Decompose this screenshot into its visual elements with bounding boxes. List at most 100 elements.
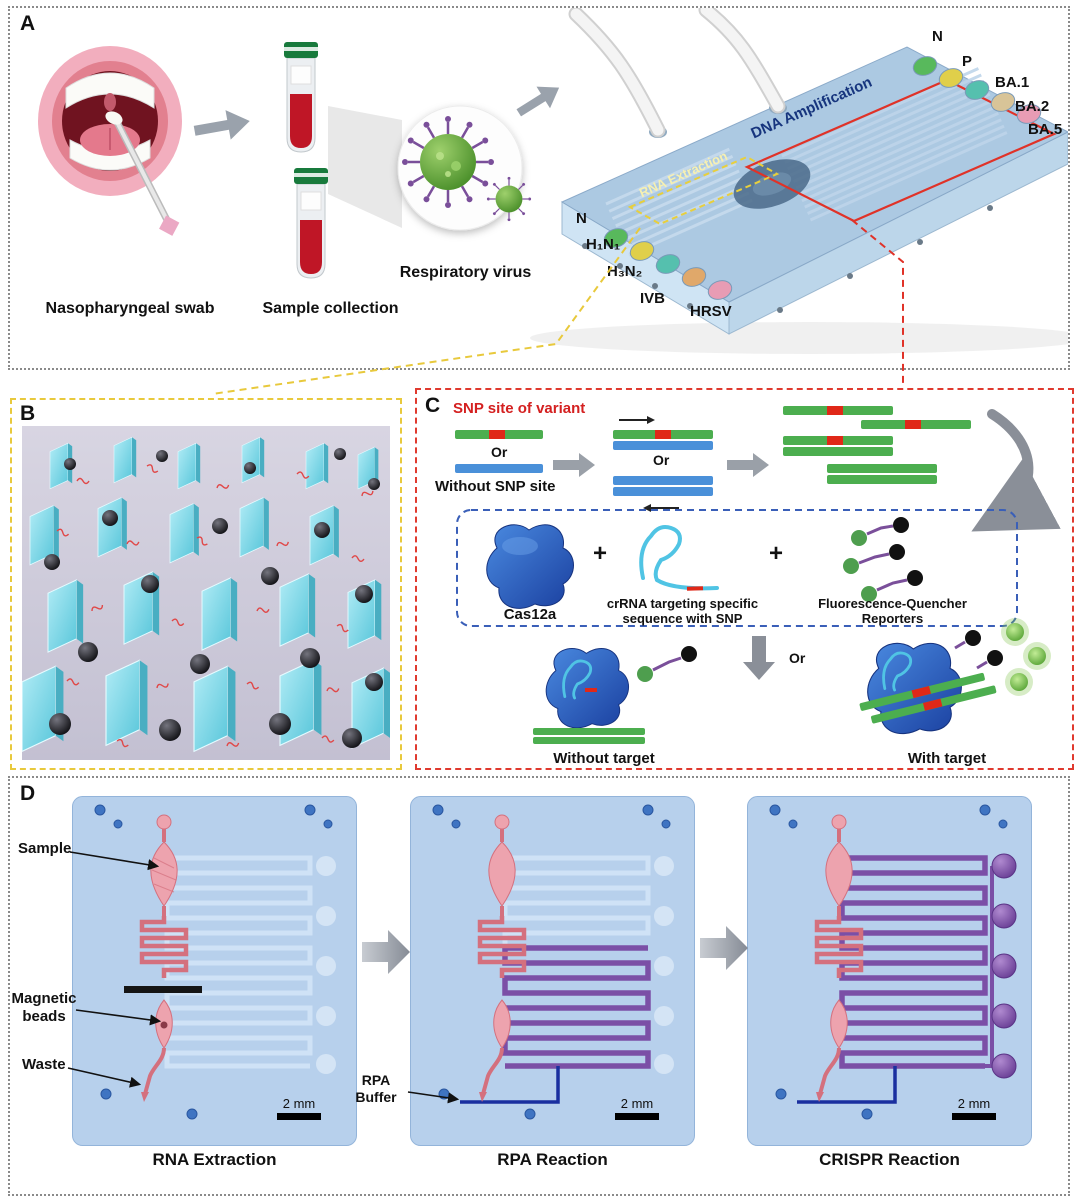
arrow-step1-icon [553,453,595,477]
well-label-top-n: N [932,28,943,45]
chip-photo-crispr-reaction: 2 mm [747,796,1032,1146]
label-waste: Waste [22,1056,66,1073]
scale-bar [615,1113,659,1120]
panel-a: A [8,6,1070,370]
label-crrna: crRNA targeting specific sequence with S… [606,596,759,627]
virus-icon [400,114,532,222]
label-snp-site: SNP site of variant [453,400,586,417]
caption-rna-extraction: RNA Extraction [152,1150,277,1169]
chip-ports [94,804,333,1120]
valve-bar [124,986,202,993]
chip-well-top-0 [912,56,938,76]
plus-sign-1: + [593,540,608,567]
label-with-target: With target [907,750,987,767]
well-label-bottom-h1n1: H₁N₁ [586,236,621,253]
sample-tube-2 [294,168,328,279]
label-without-target: Without target [553,750,655,767]
panel-d: D [8,776,1070,1196]
rpa-buffer-line [797,1066,897,1104]
forward-primer-icon [647,416,655,424]
reporter-icons [843,517,923,602]
mixing-coil [139,916,189,978]
arrow-swab-to-tubes-icon [193,110,250,140]
caption-rpa-reaction: RPA Reaction [497,1150,608,1169]
well-label-top-ba5: BA.5 [1028,121,1063,138]
amplicon-bars [783,406,971,484]
label-sample: Sample [18,840,72,857]
label-or-1: Or [491,444,508,460]
panel-c: C SNP site of variant Or Without SNP sit… [415,388,1074,770]
reverse-primer-icon [643,504,651,512]
well-label-top-ba2: BA.2 [1015,98,1050,115]
panel-a-label: A [20,12,36,35]
waste-channel [143,1047,166,1095]
faint-serpentine [164,855,313,1069]
inlet-tube-1 [570,8,664,136]
scale-bar-label: 2 mm [958,1096,991,1111]
magnetic-beads [44,448,383,748]
mouth-illustration [38,46,182,236]
snp-site-marker [489,430,505,439]
pink-extraction-circuit [814,814,864,1102]
chip-photo-rpa-reaction: 2 mm [410,796,695,1146]
label-or-2: Or [653,452,670,468]
arrow-chip1-to-chip2-icon [362,930,410,974]
arrow-down-outcomes-icon [743,636,775,680]
rpa-buffer-line [460,1066,560,1104]
arrow-step2-icon [727,453,769,477]
label-or-3: Or [789,650,806,666]
quencher-icon [965,630,981,646]
crrna-icon [639,525,719,591]
scale-bar [277,1113,321,1120]
well-label-bottom-hrsv: HRSV [690,303,732,320]
faint-outlet-wells [316,856,336,1074]
label-cas12a: Cas12a [503,606,557,623]
chip-well-bottom-2 [655,254,681,274]
small-virus-icon [486,176,532,222]
plus-sign-2: + [769,540,784,567]
chip-well-top-4 [1016,104,1042,124]
outcome-with-target [859,618,1051,735]
caption-sample-collection: Sample collection [262,300,399,317]
outcome-without-target [533,646,697,744]
snp-variant-bars [455,430,543,473]
pink-extraction-circuit [477,814,527,1102]
well-label-top-p: P [962,53,973,70]
cas12a-icon [486,524,574,609]
rna-extraction-serpentine [605,147,753,257]
microfluidic-chip [530,8,1068,354]
arrow-virus-to-chip-icon [516,86,560,117]
scale-bar-label: 2 mm [283,1096,316,1111]
crispr-serpentine [839,855,988,1069]
well-label-bottom-n: N [576,210,587,227]
crispr-schematic [455,406,1061,744]
panel-d-label: D [20,782,36,805]
well-label-bottom-h3n2: H₃N₂ [607,263,643,280]
chip-well-top-2 [964,80,990,100]
chip-well-top-1 [938,68,964,88]
crrna-snp-segment [686,586,704,591]
scale-bar-label: 2 mm [621,1096,654,1111]
primer-annealing-bars [613,416,713,512]
detection-wells [991,853,1017,1079]
well-label-bottom-ivb: IVB [640,290,666,307]
swab-tip [105,111,123,125]
caption-crispr-reaction: CRISPR Reaction [819,1150,960,1169]
label-rpa-buffer: RPA Buffer [355,1072,397,1105]
arrow-curved-to-mix-icon [971,409,1061,532]
pink-extraction-circuit [124,814,202,1102]
fluorophore-glow-icon [1006,623,1024,641]
chip-well-bottom-4 [707,280,733,300]
arrow-chip2-to-chip3-icon [700,926,748,970]
rpa-serpentine [502,945,651,1069]
inlet-tube-2 [700,8,784,112]
reaction-mix-box [456,509,1018,627]
dna-amplification-outline [744,78,1057,223]
panel-c-label: C [425,394,441,417]
swab-handle [159,215,180,236]
caption-respiratory-virus: Respiratory virus [399,264,532,281]
magnetic-bead-pellet [160,1021,168,1029]
chip-well-top-3 [990,92,1016,112]
sample-tubes [284,42,328,279]
